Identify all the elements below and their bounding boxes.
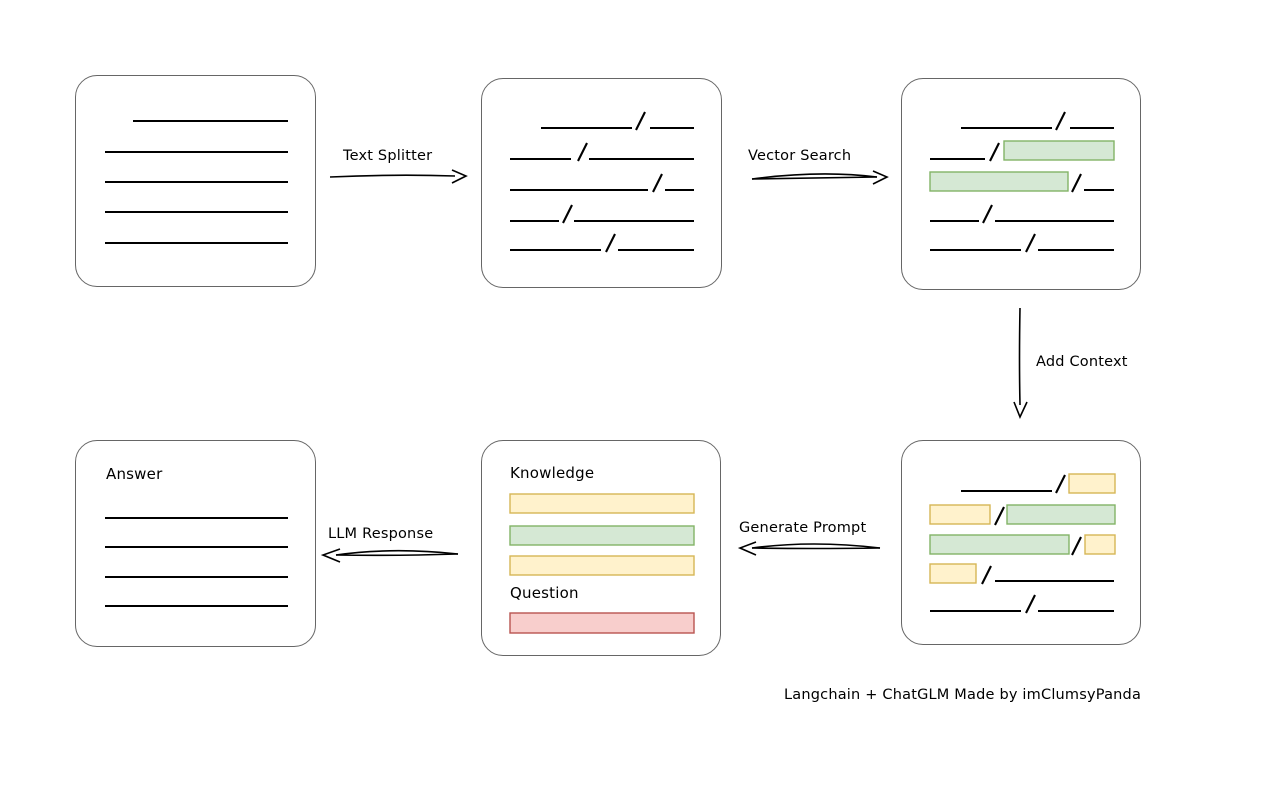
footer-credit: Langchain + ChatGLM Made by imClumsyPand… — [784, 687, 1142, 703]
edge-label-vector-search: Vector Search — [748, 148, 852, 164]
node-context-added-chunks[interactable] — [901, 440, 1141, 645]
arrow-text-splitter — [329, 169, 468, 184]
arrow-vector-search — [751, 170, 889, 185]
node-answer-box[interactable] — [75, 440, 316, 647]
edge-label-text-splitter: Text Splitter — [343, 148, 433, 164]
edge-label-llm-response: LLM Response — [328, 526, 434, 542]
prompt-knowledge-heading: Knowledge — [510, 464, 595, 482]
edge-label-generate-prompt: Generate Prompt — [739, 520, 867, 536]
arrow-llm-response — [320, 548, 459, 563]
arrow-generate-prompt — [737, 541, 881, 556]
node-split-chunks[interactable] — [481, 78, 722, 288]
edge-label-add-context: Add Context — [1036, 354, 1128, 370]
answer-box-heading: Answer — [106, 465, 163, 483]
node-vector-matched-chunks[interactable] — [901, 78, 1141, 290]
prompt-question-heading: Question — [510, 584, 579, 602]
arrow-add-context — [1013, 307, 1028, 420]
node-source-document[interactable] — [75, 75, 316, 287]
